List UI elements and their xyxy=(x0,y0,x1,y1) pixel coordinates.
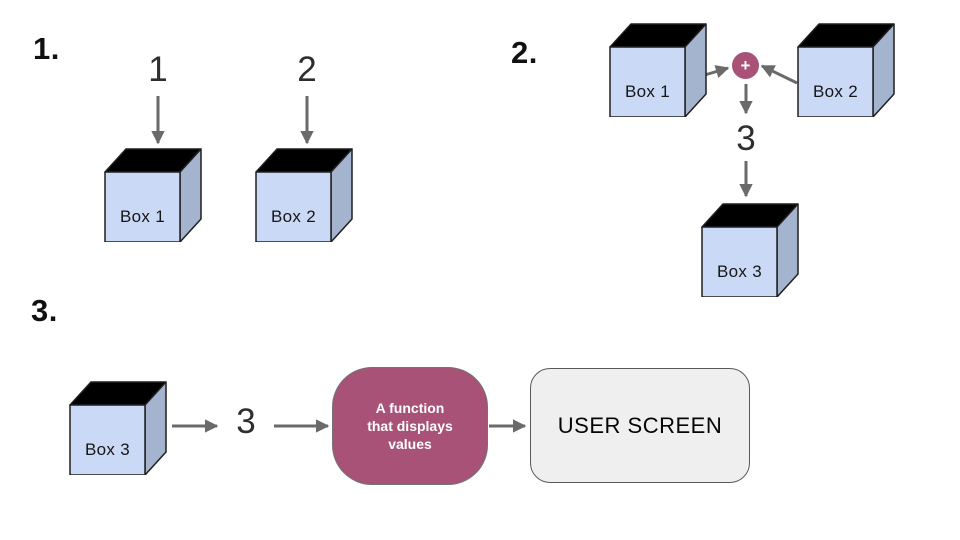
section-1-label: 1. xyxy=(33,31,60,66)
cube-box1-section2: Box 1 xyxy=(608,21,708,117)
cube-label: Box 3 xyxy=(717,262,762,281)
display-function-shape: A function that displays values xyxy=(332,367,488,485)
cube-graphic xyxy=(609,23,707,117)
user-screen-label: USER SCREEN xyxy=(557,412,723,438)
cube-label: Box 3 xyxy=(85,440,130,459)
cube-front-face xyxy=(69,404,146,475)
cube-front-face xyxy=(104,171,181,242)
cube-graphic xyxy=(255,148,353,242)
value-1: 1 xyxy=(148,50,168,89)
section-3-label: 3. xyxy=(31,293,58,328)
cube-graphic xyxy=(69,381,167,475)
cube-graphic xyxy=(701,203,799,297)
value-2: 2 xyxy=(297,50,317,89)
cube-front-face xyxy=(609,46,686,117)
cube-box2-section1: Box 2 xyxy=(254,146,354,242)
plus-icon: + xyxy=(740,55,751,75)
cube-label: Box 1 xyxy=(625,82,670,101)
user-screen-shape: USER SCREEN xyxy=(530,368,750,483)
cube-box1-section1: Box 1 xyxy=(103,146,203,242)
section-2-label: 2. xyxy=(511,35,538,70)
cube-label: Box 2 xyxy=(813,82,858,101)
value-3-section3: 3 xyxy=(236,402,256,441)
arrow-box2-to-plus xyxy=(760,64,798,85)
cube-label: Box 2 xyxy=(271,207,316,226)
cube-front-face xyxy=(701,226,778,297)
cube-box3-section3: Box 3 xyxy=(68,379,168,475)
display-function-label: A function that displays values xyxy=(367,400,453,452)
cube-graphic xyxy=(797,23,895,117)
cube-label: Box 1 xyxy=(120,207,165,226)
plus-operator-badge: + xyxy=(732,52,759,79)
cube-front-face xyxy=(255,171,332,242)
cube-front-face xyxy=(797,46,874,117)
cube-graphic xyxy=(104,148,202,242)
cube-box2-section2: Box 2 xyxy=(796,21,896,117)
value-3-section2: 3 xyxy=(736,119,756,158)
cube-box3-section2: Box 3 xyxy=(700,201,800,297)
